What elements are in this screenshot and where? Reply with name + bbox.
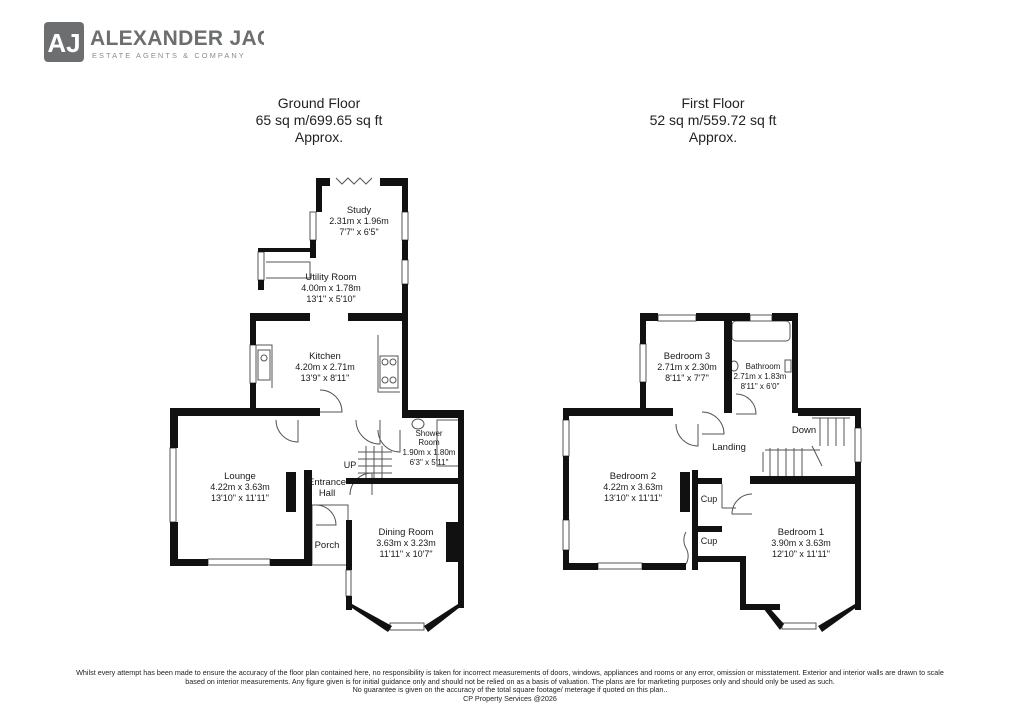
label-hall: Hall — [319, 488, 335, 499]
dims-bedroom3-metric: 2.71m x 2.30m — [657, 362, 717, 372]
dims-study-metric: 2.31m x 1.96m — [329, 216, 389, 226]
label-lounge: Lounge — [224, 471, 256, 482]
label-shower: Shower — [415, 429, 442, 438]
ground-floor-title: Ground Floor — [277, 95, 361, 111]
label-stairs-up: UP — [344, 460, 357, 470]
disclaimer-line-3: No guarantee is given on the accuracy of… — [352, 685, 668, 695]
label-entrance: Entrance — [308, 477, 346, 488]
dims-dining-metric: 3.63m x 3.23m — [376, 538, 436, 548]
dims-dining-imperial: 11'11" x 10'7" — [379, 549, 432, 559]
label-shower-room: Room — [418, 438, 440, 447]
label-kitchen: Kitchen — [309, 351, 341, 362]
label-cupboard-2: Cup — [701, 536, 718, 546]
dims-bedroom3-imperial: 8'11" x 7'7" — [665, 373, 709, 383]
label-landing: Landing — [712, 442, 746, 453]
ground-floor-area: 65 sq m/699.65 sq ft — [255, 112, 383, 128]
first-floor-note: Approx. — [688, 129, 738, 145]
company-logo: AJ ALEXANDER JACOB ESTATE AGENTS & COMPA… — [44, 22, 304, 66]
dims-bathroom-imperial: 8'11" x 6'0" — [741, 382, 780, 391]
label-cupboard-1: Cup — [701, 494, 718, 504]
first-floor-plan: Bedroom 3 2.71m x 2.30m 8'11" x 7'7" Bat… — [562, 313, 862, 632]
dims-kitchen-imperial: 13'9" x 8'11" — [301, 373, 350, 383]
ground-room-labels: Study 2.31m x 1.96m 7'7" x 6'5" Utility … — [210, 205, 456, 559]
ground-floor-heading: Ground Floor 65 sq m/699.65 sq ft Approx… — [189, 95, 449, 146]
label-stairs-down: Down — [792, 425, 816, 436]
dims-lounge-imperial: 13'10" x 11'11" — [211, 493, 269, 503]
disclaimer-line-2: based on interior measurements. Any figu… — [185, 676, 835, 686]
ground-floor-note: Approx. — [294, 129, 344, 145]
dims-bathroom-metric: 2.71m x 1.83m — [734, 372, 787, 381]
label-utility-room: Utility Room — [305, 272, 356, 283]
dims-kitchen-metric: 4.20m x 2.71m — [295, 362, 355, 372]
dims-shower-metric: 1.90m x 1.80m — [403, 448, 456, 457]
logo-tagline: ESTATE AGENTS & COMPANY — [92, 51, 246, 60]
dims-utility-metric: 4.00m x 1.78m — [301, 283, 361, 293]
label-dining-room: Dining Room — [379, 527, 434, 538]
logo-graphic: AJ ALEXANDER JACOB ESTATE AGENTS & COMPA… — [44, 22, 304, 62]
logo-monogram: AJ — [47, 28, 80, 58]
first-floor-heading: First Floor 52 sq m/559.72 sq ft Approx. — [583, 95, 843, 146]
dims-utility-imperial: 13'1" x 5'10" — [306, 294, 355, 304]
ground-floor-plan: Study 2.31m x 1.96m 7'7" x 6'5" Utility … — [169, 177, 464, 632]
dims-bedroom2-imperial: 13'10" x 11'11" — [604, 493, 662, 503]
first-room-labels: Bedroom 3 2.71m x 2.30m 8'11" x 7'7" Bat… — [603, 351, 831, 559]
label-porch: Porch — [315, 540, 340, 551]
disclaimer: Whilst every attempt has been made to en… — [70, 668, 950, 703]
disclaimer-line-1: Whilst every attempt has been made to en… — [76, 668, 944, 677]
dims-bedroom1-metric: 3.90m x 3.63m — [771, 538, 831, 548]
label-bedroom-3: Bedroom 3 — [664, 351, 710, 362]
dims-study-imperial: 7'7" x 6'5" — [339, 227, 378, 237]
logo-name: ALEXANDER JACOB — [90, 27, 264, 50]
dims-bedroom1-imperial: 12'10" x 11'11" — [772, 549, 830, 559]
label-bathroom: Bathroom — [746, 362, 781, 371]
label-study: Study — [347, 205, 372, 216]
disclaimer-line-4: CP Property Services @2026 — [463, 693, 557, 703]
dims-lounge-metric: 4.22m x 3.63m — [210, 482, 270, 492]
logo-monogram-box — [44, 22, 84, 62]
first-floor-title: First Floor — [681, 95, 745, 111]
label-bedroom-1: Bedroom 1 — [778, 527, 824, 538]
first-floor-area: 52 sq m/559.72 sq ft — [649, 112, 777, 128]
dims-bedroom2-metric: 4.22m x 3.63m — [603, 482, 663, 492]
dims-shower-imperial: 6'3" x 5'11" — [410, 458, 449, 467]
label-bedroom-2: Bedroom 2 — [610, 471, 656, 482]
